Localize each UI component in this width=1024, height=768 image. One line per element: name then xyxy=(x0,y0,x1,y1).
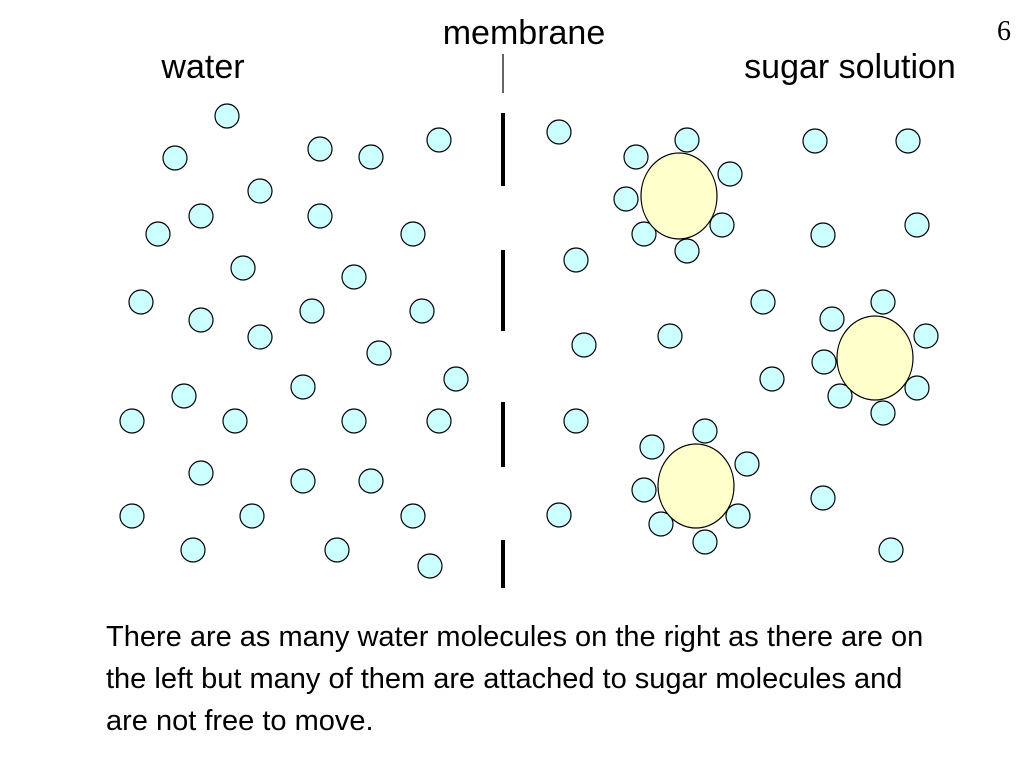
water-molecule xyxy=(426,408,452,434)
attached-water-molecule xyxy=(717,161,743,187)
attached-water-molecule xyxy=(811,349,837,375)
attached-water-molecule xyxy=(674,238,700,264)
sugar-molecule xyxy=(640,152,718,240)
attached-water-molecule xyxy=(631,477,657,503)
water-molecule xyxy=(409,298,435,324)
water-molecule xyxy=(307,203,333,229)
water-molecule xyxy=(341,408,367,434)
water-molecule xyxy=(366,340,392,366)
water-molecule xyxy=(247,324,273,350)
attached-water-molecule xyxy=(734,451,760,477)
attached-water-molecule xyxy=(709,212,735,238)
water-molecule xyxy=(563,247,589,273)
water-molecule xyxy=(417,553,443,579)
water-molecule xyxy=(119,503,145,529)
water-molecule xyxy=(546,119,572,145)
water-molecule xyxy=(657,323,683,349)
water-molecule xyxy=(904,212,930,238)
water-molecule xyxy=(162,145,188,171)
water-molecule xyxy=(119,408,145,434)
attached-water-molecule xyxy=(870,289,896,315)
water-molecule xyxy=(358,144,384,170)
attached-water-molecule xyxy=(725,503,751,529)
attached-water-molecule xyxy=(819,306,845,332)
water-molecule xyxy=(290,468,316,494)
water-molecule xyxy=(222,408,248,434)
attached-water-molecule xyxy=(692,418,718,444)
water-molecule xyxy=(358,468,384,494)
attached-water-molecule xyxy=(674,127,700,153)
water-molecule xyxy=(324,537,350,563)
sugar-solution-label: sugar solution xyxy=(744,48,956,86)
water-label: water xyxy=(160,48,244,86)
water-molecule xyxy=(895,128,921,154)
water-molecule xyxy=(810,222,836,248)
sugar-solution-side xyxy=(546,119,939,563)
attached-water-molecule xyxy=(827,383,853,409)
water-molecule xyxy=(128,289,154,315)
water-molecule xyxy=(443,366,469,392)
water-molecule xyxy=(571,332,597,358)
attached-water-molecule xyxy=(613,186,639,212)
attached-water-molecule xyxy=(870,400,896,426)
water-molecule xyxy=(802,128,828,154)
water-molecule xyxy=(239,503,265,529)
page-number: 6 xyxy=(997,16,1011,47)
water-molecule xyxy=(759,366,785,392)
water-molecule xyxy=(230,255,256,281)
hydrated-sugar-group xyxy=(631,418,760,555)
attached-water-molecule xyxy=(913,323,939,349)
caption: There are as many water molecules on the… xyxy=(106,621,924,737)
sugar-molecule xyxy=(657,443,735,529)
water-molecule xyxy=(247,178,273,204)
attached-water-molecule xyxy=(904,375,930,401)
water-molecule xyxy=(400,221,426,247)
attached-water-molecule xyxy=(631,221,657,247)
water-molecule xyxy=(750,289,776,315)
water-molecule xyxy=(188,460,214,486)
water-molecule xyxy=(563,408,589,434)
water-molecule xyxy=(214,103,240,129)
water-molecule xyxy=(307,136,333,162)
water-molecule xyxy=(180,537,206,563)
water-molecule xyxy=(188,203,214,229)
water-molecule xyxy=(810,485,836,511)
water-molecule xyxy=(400,503,426,529)
water-molecule xyxy=(171,383,197,409)
membrane-label: membrane xyxy=(443,14,606,52)
hydrated-sugar-group xyxy=(613,127,743,264)
hydrated-sugar-group xyxy=(811,289,939,426)
attached-water-molecule xyxy=(623,144,649,170)
sugar-molecule xyxy=(836,315,914,401)
water-molecule xyxy=(878,537,904,563)
water-molecule xyxy=(426,127,452,153)
water-molecule xyxy=(299,298,325,324)
water-molecule xyxy=(145,221,171,247)
water-molecule xyxy=(341,264,367,290)
water-molecule xyxy=(546,502,572,528)
attached-water-molecule xyxy=(692,529,718,555)
water-side xyxy=(119,103,469,579)
attached-water-molecule xyxy=(648,511,674,537)
attached-water-molecule xyxy=(639,434,665,460)
water-molecule xyxy=(290,374,316,400)
water-molecule xyxy=(188,307,214,333)
